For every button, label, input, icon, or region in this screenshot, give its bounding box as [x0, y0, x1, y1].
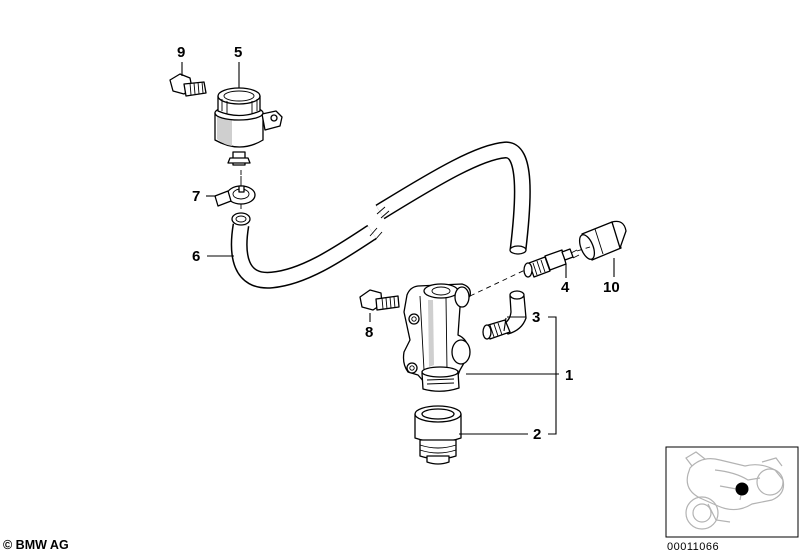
- callout-numbers: 9 5 7 6 8 4 10 3 1 2: [177, 44, 620, 443]
- callout-9: 9: [177, 44, 185, 61]
- part-3-elbow-fitting[interactable]: [482, 290, 527, 340]
- part-5-reservoir[interactable]: [214, 87, 283, 166]
- part-1-master-cylinder[interactable]: [402, 283, 471, 392]
- location-marker: [735, 482, 749, 496]
- part-4-switch[interactable]: [523, 248, 580, 278]
- callout-1: 1: [565, 367, 573, 384]
- callout-7: 7: [192, 188, 200, 205]
- part-9-screw[interactable]: [169, 73, 207, 97]
- part-8-bolt[interactable]: [359, 289, 400, 311]
- callout-6: 6: [192, 248, 200, 265]
- callout-8: 8: [365, 324, 373, 341]
- callout-2: 2: [533, 426, 541, 443]
- part-2-seal-kit[interactable]: [414, 405, 462, 465]
- location-thumbnail: [665, 446, 799, 538]
- callout-10: 10: [603, 279, 620, 296]
- part-7-clamp[interactable]: [214, 176, 256, 207]
- callout-4: 4: [561, 279, 570, 296]
- assembly-lines: [240, 166, 591, 297]
- motorcycle-icon: [685, 451, 785, 530]
- part-6-hose[interactable]: [230, 141, 531, 289]
- copyright-text: © BMW AG: [3, 538, 69, 552]
- part-10-rubber-cap[interactable]: [577, 220, 627, 261]
- leader-lines: [181, 62, 615, 435]
- callout-5: 5: [234, 44, 242, 61]
- drawing-number: 00011066: [667, 541, 720, 553]
- callout-3: 3: [532, 309, 540, 326]
